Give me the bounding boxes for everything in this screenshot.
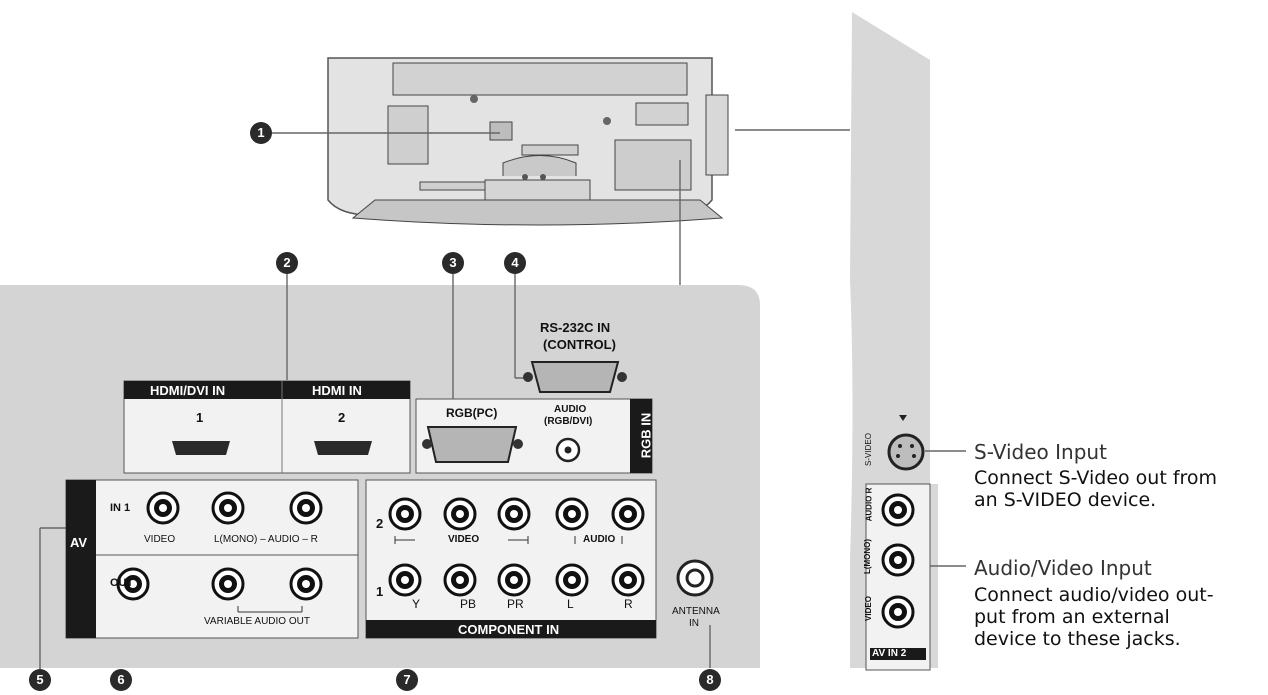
av-input-title: Audio/Video Input	[974, 556, 1152, 580]
svideo-input-title: S-Video Input	[974, 440, 1107, 464]
antenna-label: ANTENNA	[672, 606, 720, 617]
rca-jack	[388, 563, 422, 597]
rca-jack	[443, 497, 477, 531]
audio-rgb-dvi-label: (RGB/DVI)	[544, 416, 593, 427]
antenna-in-label: IN	[689, 618, 699, 629]
tv-back-illustration	[327, 57, 729, 226]
hdmi-port-1-label: 1	[196, 410, 204, 425]
rca-jack	[881, 493, 915, 527]
av-out-label: OUT	[110, 577, 134, 589]
callout-3: 3	[442, 252, 464, 274]
rca-jack	[497, 563, 531, 597]
side-svideo-label: S-VIDEO	[863, 433, 873, 466]
av-side-label: AV	[70, 535, 88, 550]
component-video-label: VIDEO	[448, 534, 480, 545]
rs232c-control-label: (CONTROL)	[543, 337, 616, 352]
callout-4: 4	[504, 252, 526, 274]
side-video-label: VIDEO	[863, 596, 873, 621]
callout-7: 7	[396, 669, 418, 691]
av-in2-label: AV IN 2	[872, 648, 907, 659]
hdmi-port-2-label: 2	[338, 410, 346, 425]
rs232c-label: RS-232C IN	[540, 320, 611, 335]
component-l-label: L	[567, 597, 574, 611]
component-audio-label: AUDIO	[583, 534, 616, 545]
av-in1-label: IN 1	[110, 502, 131, 514]
rca-jack	[881, 543, 915, 577]
rgb-pc-label: RGB(PC)	[446, 406, 498, 420]
rca-jack	[611, 497, 645, 531]
callout-2: 2	[276, 252, 298, 274]
callout-8: 8	[699, 669, 721, 691]
rca-jack	[388, 497, 422, 531]
rgb-block	[415, 361, 653, 474]
rca-jack	[116, 567, 150, 601]
av-video-label: VIDEO	[144, 534, 176, 545]
rca-jack	[289, 491, 323, 525]
variable-audio-out-label: VARIABLE AUDIO OUT	[204, 616, 310, 627]
component-row2-label: 2	[376, 516, 384, 531]
side-audio-r-label: AUDIO R	[864, 487, 874, 522]
rca-jack	[611, 563, 645, 597]
callout-1: 1	[250, 122, 272, 144]
rca-jack	[881, 595, 915, 629]
component-pb-label: PB	[460, 597, 477, 611]
rca-jack	[555, 497, 589, 531]
component-y-label: Y	[412, 597, 421, 611]
hdmi-in-label: HDMI IN	[312, 383, 362, 398]
rca-jack	[497, 497, 531, 531]
av-audio-caption: L(MONO) – AUDIO – R	[214, 534, 318, 545]
rgb-in-side-label: RGB IN	[638, 412, 654, 459]
component-pr-label: PR	[507, 597, 524, 611]
callout-6: 6	[110, 669, 132, 691]
rca-jack	[211, 491, 245, 525]
component-in-label: COMPONENT IN	[458, 622, 560, 637]
callout-5: 5	[29, 669, 51, 691]
component-row1-label: 1	[376, 584, 384, 599]
hdmi-block	[123, 380, 411, 474]
rca-jack	[211, 567, 245, 601]
rca-jack	[289, 567, 323, 601]
audio-label: AUDIO	[554, 404, 587, 415]
av-input-description: Connect audio/video out- put from an ext…	[974, 584, 1214, 650]
rca-jack	[555, 563, 589, 597]
rca-jack	[146, 491, 180, 525]
rca-jack	[443, 563, 477, 597]
side-audio-l-label: L(MONO)	[863, 538, 873, 575]
hdmi-dvi-in-label: HDMI/DVI IN	[150, 383, 226, 398]
svideo-input-description: Connect S-Video out from an S-VIDEO devi…	[974, 467, 1218, 511]
component-r-label: R	[624, 597, 633, 611]
